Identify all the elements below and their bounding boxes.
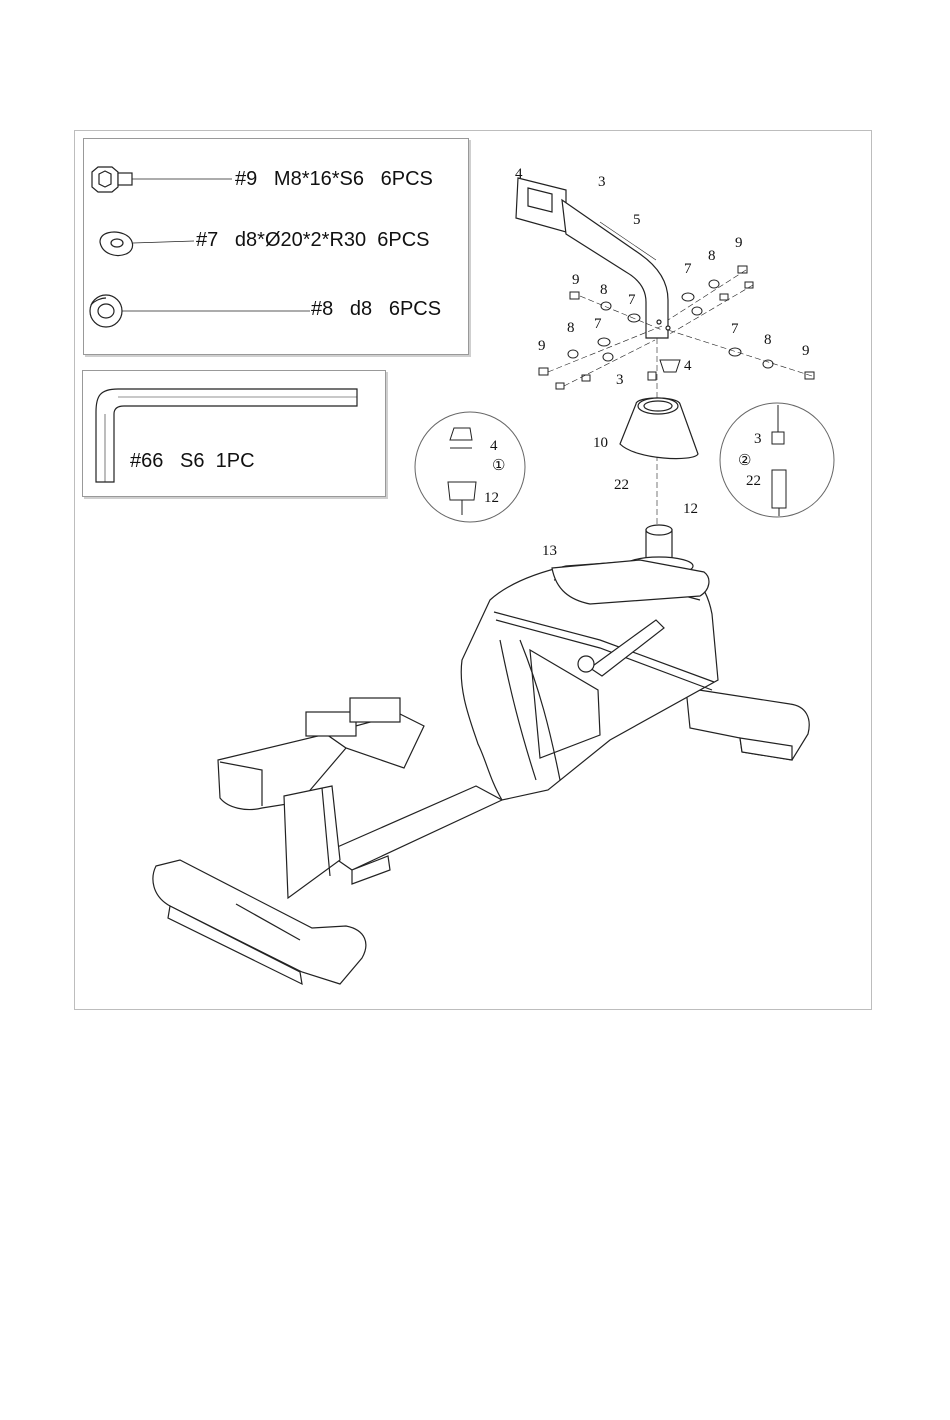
callout-9: 9 — [538, 338, 546, 354]
callout-10: 10 — [593, 435, 608, 451]
callout-9: 9 — [735, 235, 743, 251]
post-shroud — [620, 398, 698, 459]
callout-8: 8 — [567, 320, 575, 336]
callout-13: 13 — [542, 543, 557, 559]
callout-4: 4 — [515, 166, 523, 182]
detail-2-number: ② — [738, 453, 751, 469]
detail-2-callout-3: 3 — [754, 431, 762, 447]
callout-8: 8 — [764, 332, 772, 348]
detail-1-number: ① — [492, 458, 505, 474]
callout-9: 9 — [572, 272, 580, 288]
callout-7: 7 — [684, 261, 692, 277]
handlebar-post — [516, 178, 670, 338]
lock-washer-icon — [90, 295, 310, 327]
bolt-icon — [92, 167, 232, 192]
callout-7: 7 — [731, 321, 739, 337]
callout-7: 7 — [628, 292, 636, 308]
detail-circle-1 — [415, 412, 525, 522]
callout-3: 3 — [598, 174, 606, 190]
detail-2-callout-22: 22 — [746, 473, 761, 489]
callout-3: 3 — [616, 372, 624, 388]
callout-12: 12 — [683, 501, 698, 517]
callout-8: 8 — [600, 282, 608, 298]
detail-1-callout-12: 12 — [484, 490, 499, 506]
hex-key-icon — [96, 389, 357, 482]
rower-frame — [153, 525, 809, 984]
curved-washer-icon — [100, 232, 194, 255]
callout-22: 22 — [614, 477, 629, 493]
detail-1-callout-4: 4 — [490, 438, 498, 454]
callout-4: 4 — [684, 358, 692, 374]
exploded-fasteners — [539, 266, 814, 389]
callout-8: 8 — [708, 248, 716, 264]
callout-7: 7 — [594, 316, 602, 332]
callout-9: 9 — [802, 343, 810, 359]
callout-labels: 4 3 5 9 8 7 7 8 9 8 7 9 3 4 7 8 9 10 22 … — [484, 166, 810, 559]
callout-5: 5 — [633, 212, 641, 228]
